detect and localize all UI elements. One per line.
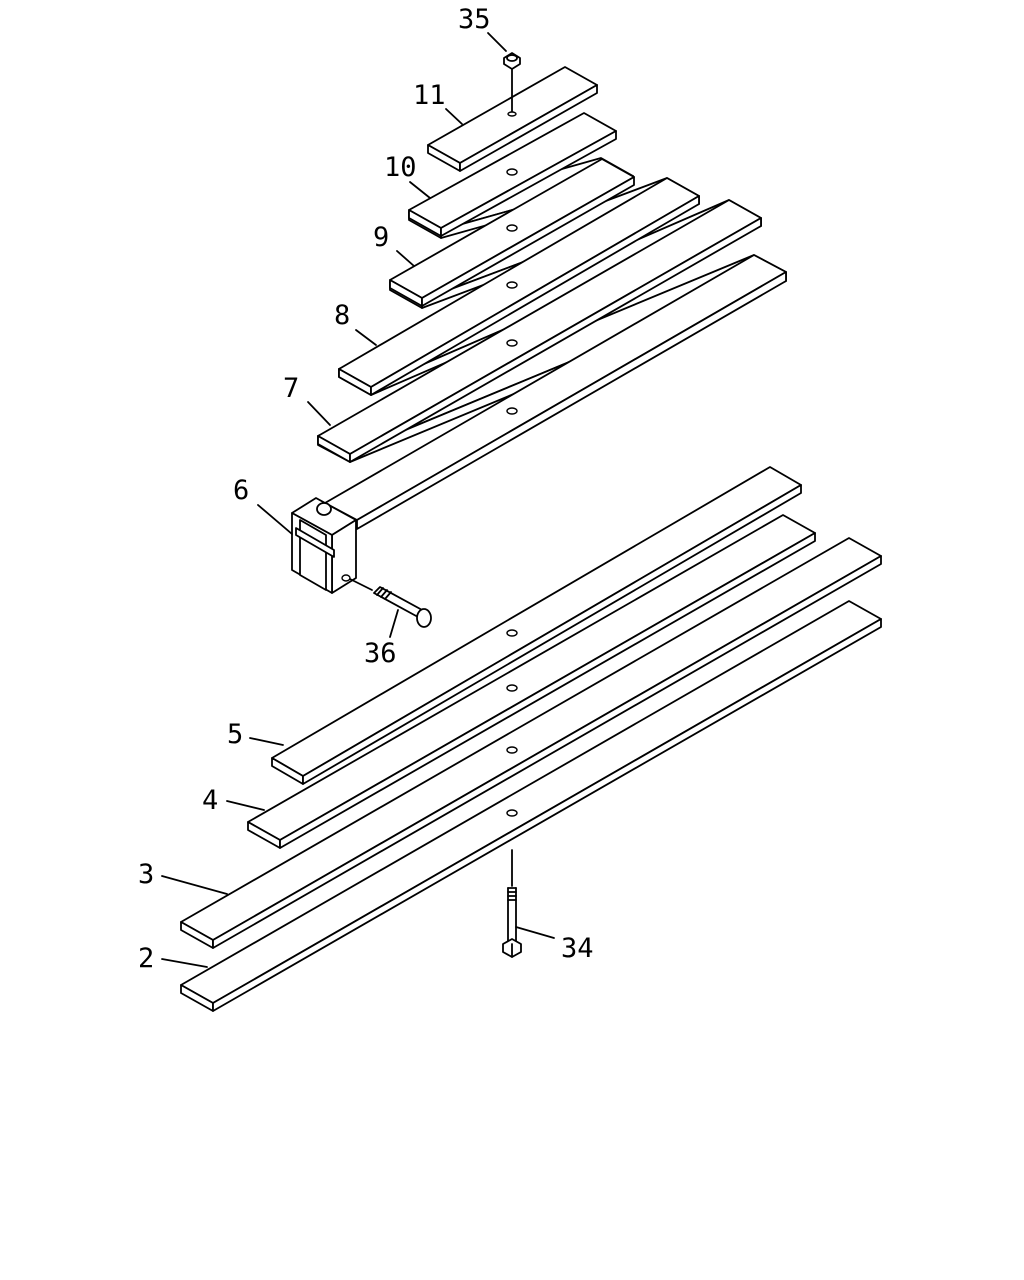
spring-leaf-3 bbox=[180, 537, 882, 949]
callout-5: 5 bbox=[227, 719, 243, 750]
callout-35: 35 bbox=[458, 4, 491, 35]
callout-8: 8 bbox=[334, 300, 350, 331]
callout-36: 36 bbox=[364, 638, 397, 669]
callout-9: 9 bbox=[373, 222, 389, 253]
callout-4: 4 bbox=[202, 785, 218, 816]
callout-labels: 35 11 10 9 8 7 6 36 5 4 3 2 34 bbox=[138, 4, 594, 974]
center-bolt-34 bbox=[502, 849, 522, 958]
leader-lines bbox=[161, 32, 555, 968]
callout-2: 2 bbox=[138, 943, 154, 974]
nut-35 bbox=[503, 52, 521, 117]
spring-leaf-8-face bbox=[338, 177, 700, 396]
callout-7: 7 bbox=[283, 373, 299, 404]
bolt-36 bbox=[349, 578, 432, 628]
clip-bracket-6 bbox=[291, 497, 357, 594]
callout-34: 34 bbox=[561, 933, 594, 964]
spring-leaf-10-face bbox=[408, 112, 617, 237]
spring-leaf-2 bbox=[180, 600, 882, 1012]
callout-11: 11 bbox=[413, 80, 446, 111]
callout-6: 6 bbox=[233, 475, 249, 506]
callout-10: 10 bbox=[384, 152, 417, 183]
spring-leaf-5 bbox=[271, 466, 802, 785]
spring-leaf-7-face bbox=[317, 199, 762, 463]
callout-3: 3 bbox=[138, 859, 154, 890]
spring-leaf-9-face bbox=[389, 158, 635, 307]
spring-leaf-4 bbox=[247, 514, 816, 849]
